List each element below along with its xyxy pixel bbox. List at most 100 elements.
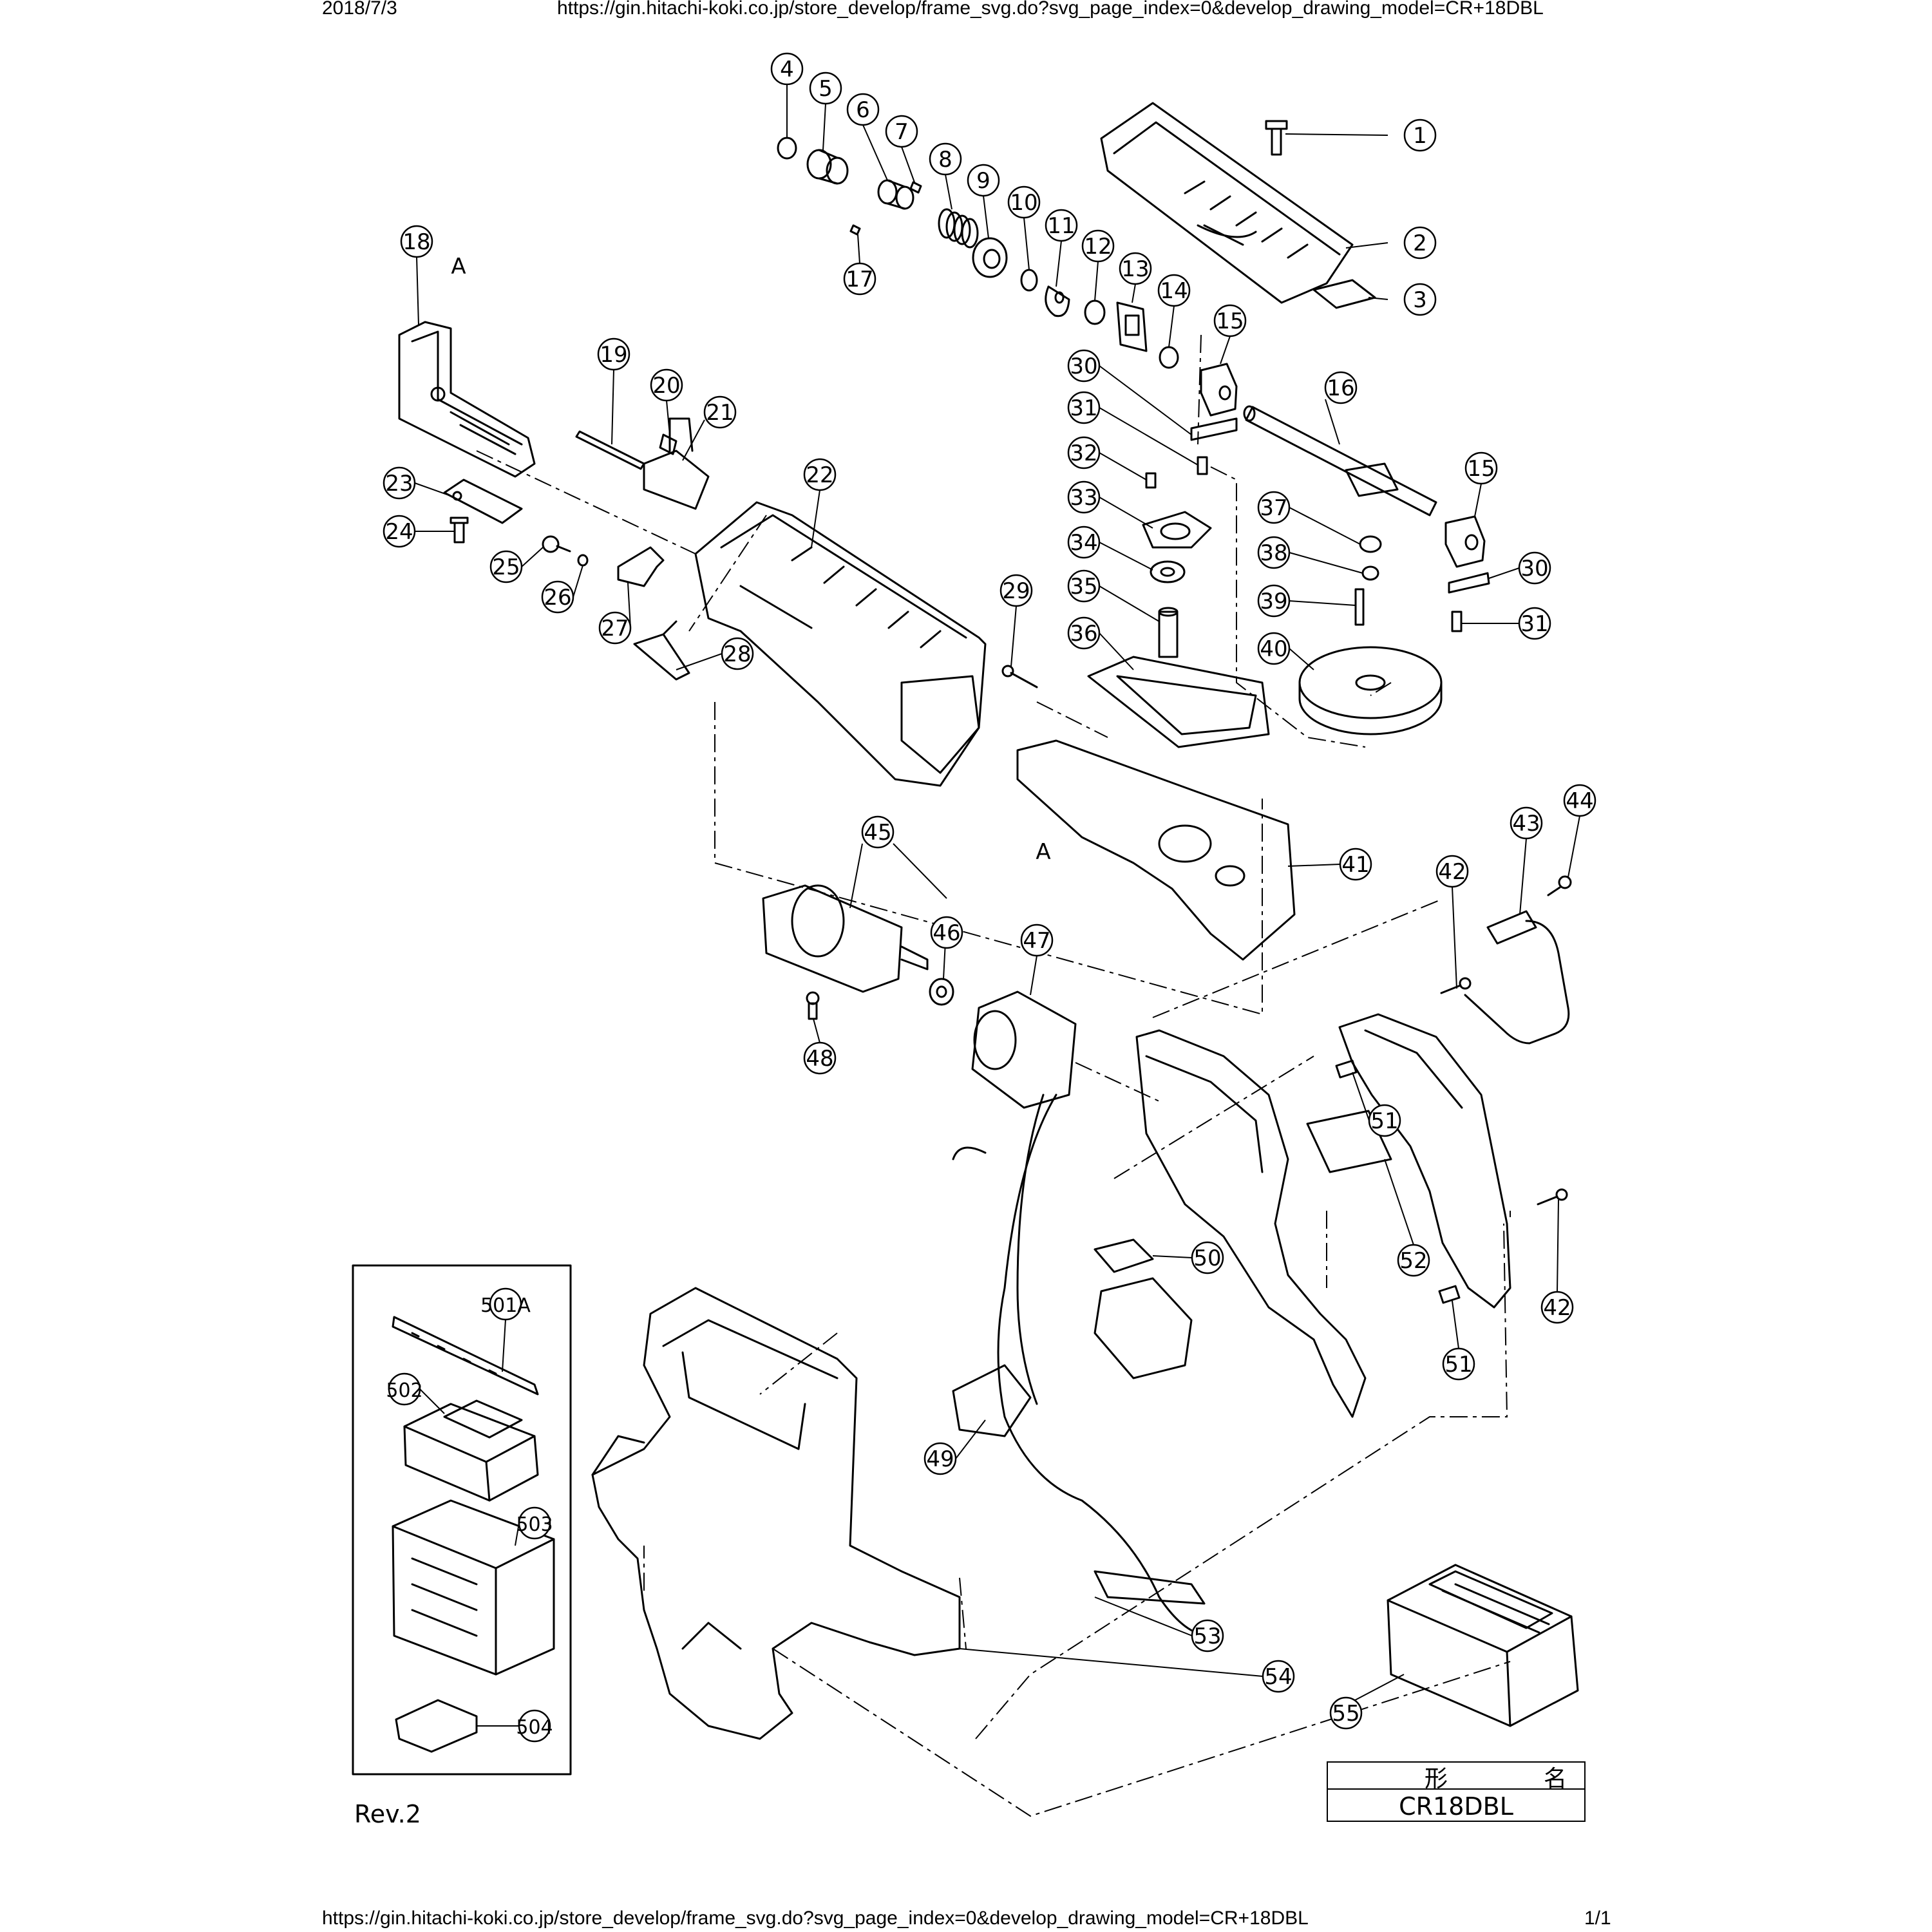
part-41-inner-cover [1016,739,1296,961]
part-18-shoe [398,321,536,478]
callout-18: 18 [400,225,433,258]
part-504-hook [395,1699,478,1753]
callout-circle [1191,1241,1224,1274]
section-mark-a-bottom: A [1036,839,1050,865]
callout-circle [1442,1347,1475,1381]
callout-circle [489,1287,522,1321]
part-7-pin [909,181,922,194]
part-14-oring [1159,346,1179,369]
callout-circle [1067,391,1101,424]
part-24-screw [450,516,469,544]
callout-number: 34 [1070,530,1097,556]
footer-url[interactable]: https://gin.hitachi-koki.co.jp/store_dev… [322,1908,1309,1929]
callout-34: 34 [1067,526,1101,559]
part-503-case [392,1499,555,1676]
part-5-bushing [806,149,849,185]
callout-8: 8 [929,142,962,176]
callout-number: 55 [1332,1701,1359,1727]
part-49-wiring [952,1094,1212,1637]
part-47-stator [971,990,1077,1109]
callout-circle [1329,1696,1363,1730]
callout-number: 502 [386,1379,422,1402]
callout-number: 41 [1341,852,1369,878]
callout-number: 28 [723,641,751,667]
callout-55: 55 [1329,1696,1363,1730]
callout-circle [518,1506,551,1540]
callout-43: 43 [1510,806,1543,840]
handle-housing-right [1135,1029,1367,1418]
header-date: 2018/7/3 [322,0,397,19]
callout-number: 501A [480,1294,531,1317]
callout-circle [1518,607,1551,640]
callout-20: 20 [650,368,683,402]
callout-circle [541,580,574,614]
callout-29: 29 [999,574,1033,607]
callout-number: 33 [1070,485,1097,511]
callout-circle [967,164,1000,197]
callout-number: 15 [1467,456,1495,482]
callout-circle [1403,226,1437,260]
callout-49: 49 [923,1442,957,1475]
part-501A-blade [392,1316,539,1396]
part-20-lever [659,433,677,455]
callout-circle [518,1709,551,1743]
part-42-screw-b [1537,1188,1568,1206]
model-table: 形 名 CR18DBL [1327,1761,1586,1822]
part-43-hook [1464,910,1570,1045]
callout-circle [388,1372,421,1406]
part-9-bearing [972,237,1008,278]
header-url[interactable]: https://gin.hitachi-koki.co.jp/store_dev… [557,0,1544,19]
callout-number: 17 [846,267,873,292]
callout-9: 9 [967,164,1000,197]
part-26-washer [577,554,589,567]
part-1-screw [1265,120,1288,156]
callout-number: 32 [1070,440,1097,466]
part-34-bearing [1150,560,1186,583]
part-53-54-housing [591,1287,961,1740]
callout-7: 7 [885,115,918,148]
callout-53: 53 [1191,1619,1224,1653]
part-45-armature [762,884,929,993]
part-46-bearing [929,978,954,1006]
section-mark-a-top: A [451,254,466,279]
callout-51: 51 [1442,1347,1475,1381]
part-55-battery [1387,1564,1579,1727]
callout-number: 7 [895,119,909,145]
callout-circle [1067,349,1101,383]
callout-circle [1324,371,1358,404]
callout-circle [1067,436,1101,469]
callout-number: 8 [938,147,952,173]
part-4-ring [777,137,797,160]
callout-circle [803,1041,837,1075]
callout-circle [1397,1244,1430,1277]
callout-circle [650,368,683,402]
callout-circle [809,71,842,105]
part-30-link [1190,417,1238,441]
callout-22: 22 [803,458,837,491]
callout-15: 15 [1213,304,1247,337]
callout-number: 12 [1084,234,1112,260]
callout-number: 14 [1160,278,1188,304]
callout-number: 15 [1216,308,1244,334]
callout-51: 51 [1368,1104,1401,1137]
callout-14: 14 [1157,274,1191,307]
callout-number: 23 [385,471,413,497]
callout-circle [861,815,895,849]
part-51-brush [1335,1059,1358,1079]
callout-32: 32 [1067,436,1101,469]
callout-number: 26 [544,585,571,611]
model-name: CR18DBL [1399,1792,1513,1821]
callout-circle [703,395,737,429]
callout-33: 33 [1067,480,1101,514]
part-36-gasket [1087,656,1270,748]
callout-group: 1234567891011121314151516171819202122232… [383,52,1596,1743]
part-13-seal [1116,301,1148,352]
callout-number: 20 [652,373,680,399]
callout-28: 28 [721,637,754,670]
callout-circle [1007,185,1041,219]
callout-circle [1119,252,1152,285]
part-32-screw [1145,472,1157,489]
part-23-plate [443,478,523,524]
callout-number: 22 [806,462,833,488]
part-19-rod [575,430,645,470]
